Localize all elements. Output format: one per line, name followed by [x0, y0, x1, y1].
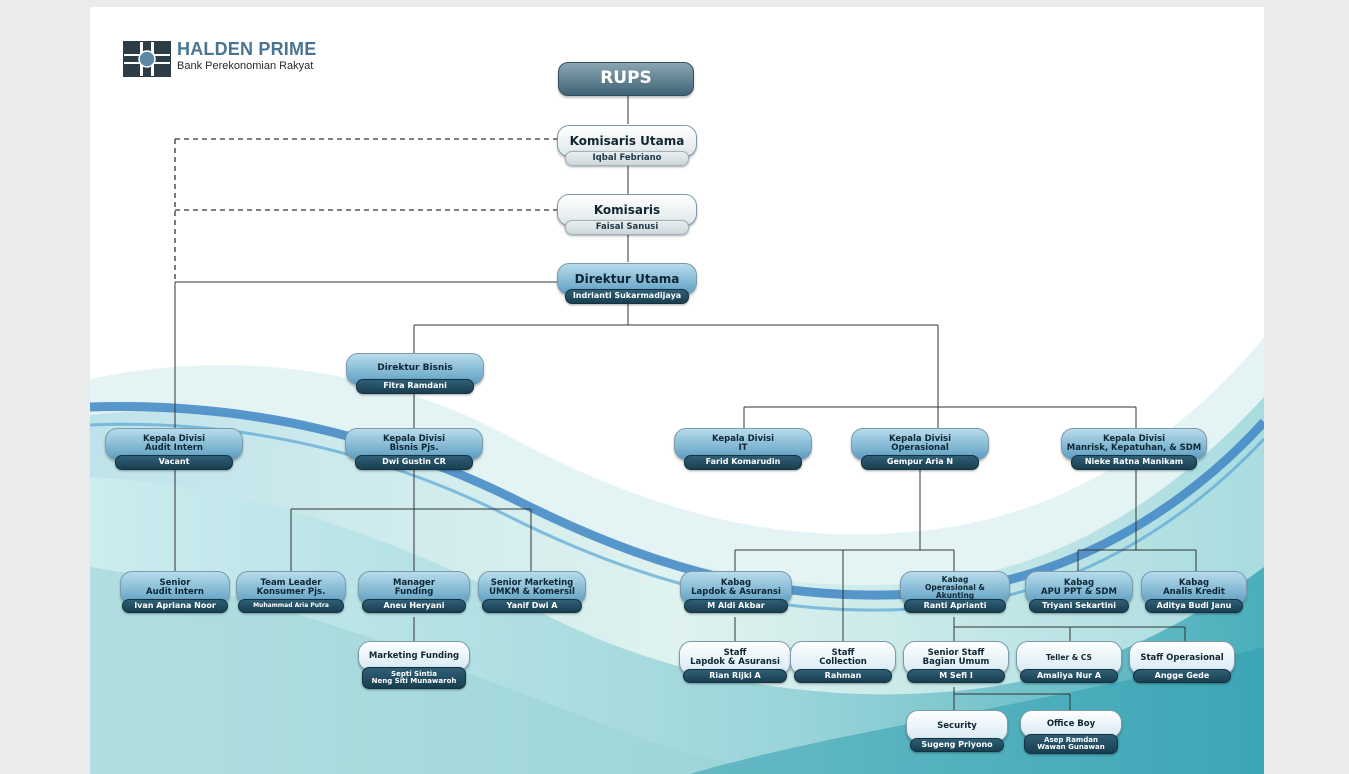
node-name: Indrianti Sukarmadijaya — [565, 289, 689, 304]
node-name: Farid Komarudin — [684, 455, 802, 470]
node-title: Kepala Divisi Operasional — [851, 428, 989, 460]
node-title: Kepala Divisi IT — [674, 428, 812, 460]
node-title: Kepala Divisi Audit Intern — [105, 428, 243, 460]
node-title: RUPS — [558, 62, 694, 96]
connector-lines — [174, 95, 1197, 712]
node-kadiv-it: Kepala Divisi IT Farid Komarudin — [674, 428, 812, 470]
node-name: Aditya Budi Janu — [1145, 599, 1243, 613]
node-name: Fitra Ramdani — [356, 379, 474, 394]
cross-window-logo-icon — [123, 41, 171, 77]
node-name: Nieke Ratna Manikam — [1071, 455, 1197, 470]
node-name: Amaliya Nur A — [1020, 669, 1118, 683]
node-team-leader-konsumer: Team Leader Konsumer Pjs. Muhammad Aria … — [236, 571, 346, 613]
node-name: Muhammad Aria Putra — [238, 599, 344, 613]
node-name: Asep Ramdan Wawan Gunawan — [1024, 734, 1118, 754]
logo-company-name: HALDEN PRIME — [177, 39, 317, 59]
dashed-supervision-lines — [174, 138, 560, 282]
node-name: Yanif Dwi A — [482, 599, 582, 613]
node-kadiv-audit-intern: Kepala Divisi Audit Intern Vacant — [105, 428, 243, 470]
node-name: Dwi Gustin CR — [355, 455, 473, 470]
node-kadiv-bisnis: Kepala Divisi Bisnis Pjs. Dwi Gustin CR — [345, 428, 483, 470]
node-kabag-operasional-akunting: Kabag Operasional & Akunting Ranti Apria… — [900, 571, 1010, 613]
node-marketing-funding: Marketing Funding Septi Sintia Neng Siti… — [358, 641, 470, 691]
node-kadiv-operasional: Kepala Divisi Operasional Gempur Aria N — [851, 428, 989, 470]
node-title: Kepala Divisi Manrisk, Kepatuhan, & SDM — [1061, 428, 1207, 460]
node-name: Septi Sintia Neng Siti Munawaroh — [362, 667, 466, 689]
node-name: Rian Rijki A — [683, 669, 787, 683]
node-direktur-utama: Direktur Utama Indrianti Sukarmadijaya — [557, 263, 697, 305]
node-title: Marketing Funding — [358, 641, 470, 671]
node-senior-audit-intern: Senior Audit Intern Ivan Apriana Noor — [120, 571, 230, 613]
node-name: Iqbal Febriano — [565, 151, 689, 166]
org-chart-canvas: HALDEN PRIME Bank Perekonomian Rakyat RU… — [90, 7, 1264, 774]
node-komisaris-utama: Komisaris Utama Iqbal Febriano — [557, 125, 697, 167]
node-name: Aneu Heryani — [362, 599, 466, 613]
node-direktur-bisnis: Direktur Bisnis Fitra Ramdani — [346, 353, 484, 395]
node-name: Angge Gede — [1133, 669, 1231, 683]
node-teller-cs: Teller & CS Amaliya Nur A — [1016, 641, 1122, 683]
node-name: Ivan Apriana Noor — [122, 599, 228, 613]
node-komisaris: Komisaris Faisal Sanusi — [557, 194, 697, 236]
node-name: Vacant — [115, 455, 233, 470]
node-kadiv-manrisk: Kepala Divisi Manrisk, Kepatuhan, & SDM … — [1061, 428, 1207, 470]
node-name: M Sefi I — [907, 669, 1005, 683]
node-office-boy: Office Boy Asep Ramdan Wawan Gunawan — [1020, 710, 1122, 754]
node-name: Sugeng Priyono — [910, 738, 1004, 752]
logo-company-subtitle: Bank Perekonomian Rakyat — [177, 60, 314, 72]
node-security: Security Sugeng Priyono — [906, 710, 1008, 752]
node-name: Faisal Sanusi — [565, 220, 689, 235]
node-kabag-lapdok: Kabag Lapdok & Asuransi M Aldi Akbar — [680, 571, 792, 613]
node-name: M Aldi Akbar — [684, 599, 788, 613]
node-senior-marketing: Senior Marketing UMKM & Komersil Yanif D… — [478, 571, 586, 613]
node-kabag-apu-ppt: Kabag APU PPT & SDM Triyani Sekartini — [1025, 571, 1133, 613]
node-name: Ranti Aprianti — [904, 599, 1006, 613]
node-senior-staff-umum: Senior Staff Bagian Umum M Sefi I — [903, 641, 1009, 683]
node-name: Gempur Aria N — [861, 455, 979, 470]
node-title: Office Boy — [1020, 710, 1122, 738]
node-name: Rahman — [794, 669, 892, 683]
node-staff-collection: Staff Collection Rahman — [790, 641, 896, 683]
node-kabag-analis-kredit: Kabag Analis Kredit Aditya Budi Janu — [1141, 571, 1247, 613]
node-staff-lapdok: Staff Lapdok & Asuransi Rian Rijki A — [679, 641, 791, 683]
node-manager-funding: Manager Funding Aneu Heryani — [358, 571, 470, 613]
node-rups: RUPS — [558, 62, 694, 96]
node-staff-operasional: Staff Operasional Angge Gede — [1129, 641, 1235, 683]
company-logo: HALDEN PRIME Bank Perekonomian Rakyat — [123, 39, 323, 81]
node-name: Triyani Sekartini — [1029, 599, 1129, 613]
